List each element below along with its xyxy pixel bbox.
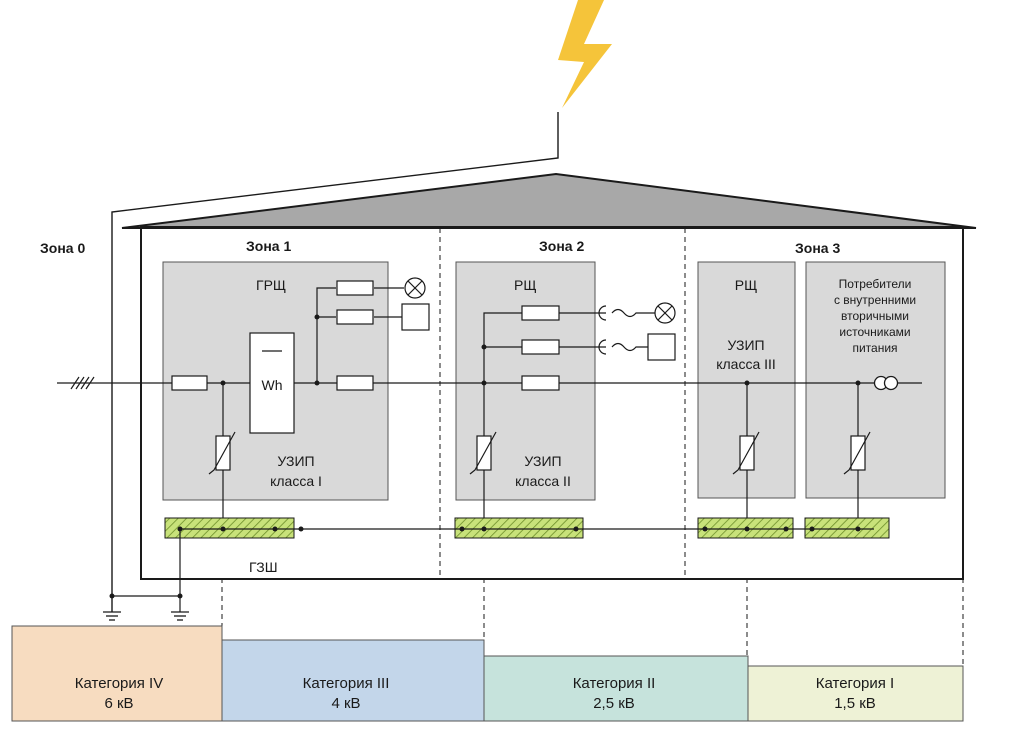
category-i-name: Категория I [816, 675, 894, 692]
zone-2-label: Зона 2 [539, 238, 584, 254]
category-iii-voltage: 4 кВ [331, 695, 360, 712]
down-conductor [111, 112, 559, 612]
category-iii-name: Категория III [303, 675, 390, 692]
zone-1-label: Зона 1 [246, 238, 291, 254]
busbar-zone1 [164, 517, 295, 539]
varistor-icon [469, 431, 497, 475]
junction-dots [109, 314, 861, 599]
zone-separators [221, 228, 964, 666]
transformer-icon [873, 375, 899, 391]
varistor-icon [843, 431, 871, 475]
ground-icon [103, 611, 121, 621]
consumers-label-line1: Потребители [839, 277, 912, 291]
fuse-icon [171, 375, 208, 391]
lamp-icon [654, 302, 676, 324]
fuse-icon [521, 375, 560, 391]
ground-icon [171, 611, 189, 621]
distribution-board-zone2-label: РЩ [514, 277, 536, 293]
meter-label: Wh [262, 377, 283, 393]
busbar-zone3b [804, 517, 890, 539]
consumers-label-line2: с внутренними [834, 293, 916, 307]
category-iii-block [221, 639, 485, 722]
fuse-icon [521, 339, 560, 355]
fuse-icon [336, 309, 374, 325]
category-iv-name: Категория IV [75, 675, 163, 692]
consumers-label-line3: вторичными [841, 309, 909, 323]
spd1-label-line2: класса I [270, 473, 322, 489]
fuse-icon [336, 375, 374, 391]
category-iv-block [11, 625, 223, 722]
building-roof [121, 172, 977, 229]
building-outline [140, 226, 964, 580]
category-ii-name: Категория II [573, 675, 656, 692]
spd1-label-line1: УЗИП [277, 453, 314, 469]
category-i-block [747, 665, 964, 722]
three-phase-marks-icon [70, 376, 95, 390]
category-iv-voltage: 6 кВ [104, 695, 133, 712]
busbar-label: ГЗШ [249, 559, 278, 575]
category-ii-block [483, 655, 749, 722]
zone-3-label: Зона 3 [795, 240, 840, 256]
lamp-icon [404, 277, 426, 299]
zone2-wiring [483, 305, 656, 528]
energy-meter [249, 332, 295, 434]
fuse-icon [521, 305, 560, 321]
spd3-label-line1: УЗИП [727, 337, 764, 353]
category-i-voltage: 1,5 кВ [834, 695, 876, 712]
spd2-label-line1: УЗИП [524, 453, 561, 469]
consumers-label-line4: источниками [839, 325, 910, 339]
zone-0-label: Зона 0 [40, 240, 85, 256]
varistor-icon [208, 431, 236, 475]
fuse-icon [336, 280, 374, 296]
main-switchboard-label: ГРЩ [256, 277, 286, 293]
spd2-label-line2: класса II [515, 473, 571, 489]
distribution-board-zone3-label: РЩ [735, 277, 757, 293]
spd3-label-line2: класса III [716, 356, 776, 372]
varistor-icon [732, 431, 760, 475]
earthing-wiring [112, 529, 181, 612]
category-ii-voltage: 2,5 кВ [593, 695, 635, 712]
lightning-bolt-icon [558, 0, 612, 108]
load-box-icon [647, 333, 676, 361]
busbar-zone2 [454, 517, 584, 539]
load-box-icon [401, 303, 430, 331]
consumers-label-line5: питания [852, 341, 897, 355]
